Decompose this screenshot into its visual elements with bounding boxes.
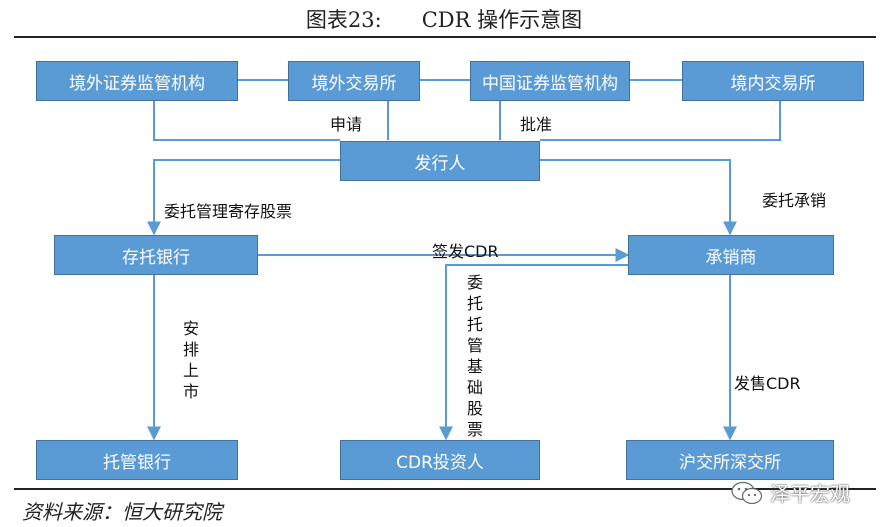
wechat-icon: [731, 481, 763, 504]
bottom-rule: [14, 488, 876, 490]
underwriter-box: 承销商: [628, 235, 834, 275]
arrow-issuer-to-depositary: [147, 159, 340, 236]
overseas-regulator-box: 境外证券监管机构: [36, 61, 238, 101]
custodian-bank-box: 托管银行: [36, 440, 238, 480]
overseas-exchange-box: 境外交易所: [288, 61, 420, 101]
issue-cdr-label: 签发CDR: [432, 242, 499, 261]
issuer-box: 发行人: [340, 141, 540, 181]
approve-label: 批准: [520, 115, 553, 134]
arrow-issuer-to-underwriter: [540, 159, 737, 236]
top-rule: [14, 36, 876, 38]
csrc-box: 中国证券监管机构: [470, 61, 630, 101]
bracket-left: [153, 100, 340, 141]
entrust-underwriting-label: 委托承销: [762, 191, 827, 210]
arrow-entrust-underlying: [439, 264, 628, 441]
depositary-bank-box: 存托银行: [54, 235, 258, 275]
apply-label: 申请: [330, 115, 363, 134]
watermark-text: 泽平宏观: [770, 482, 850, 506]
figure-title: 图表23: CDR 操作示意图: [305, 8, 583, 32]
bracket-right: [540, 100, 781, 141]
sh-sz-exchange-box: 沪交所深交所: [626, 440, 834, 480]
cdr-investor-box: CDR投资人: [340, 440, 540, 480]
arrange-listing-label: 安排上市: [182, 319, 199, 401]
sell-cdr-label: 发售CDR: [734, 374, 801, 393]
entrust-underlying-label: 委托托管基础股票: [466, 273, 483, 439]
source-note: 资料来源：恒大研究院: [22, 500, 222, 524]
entrust-custody-label: 委托管理寄存股票: [164, 202, 293, 221]
watermark: 泽平宏观: [730, 478, 850, 507]
domestic-exchange-box: 境内交易所: [682, 61, 864, 101]
